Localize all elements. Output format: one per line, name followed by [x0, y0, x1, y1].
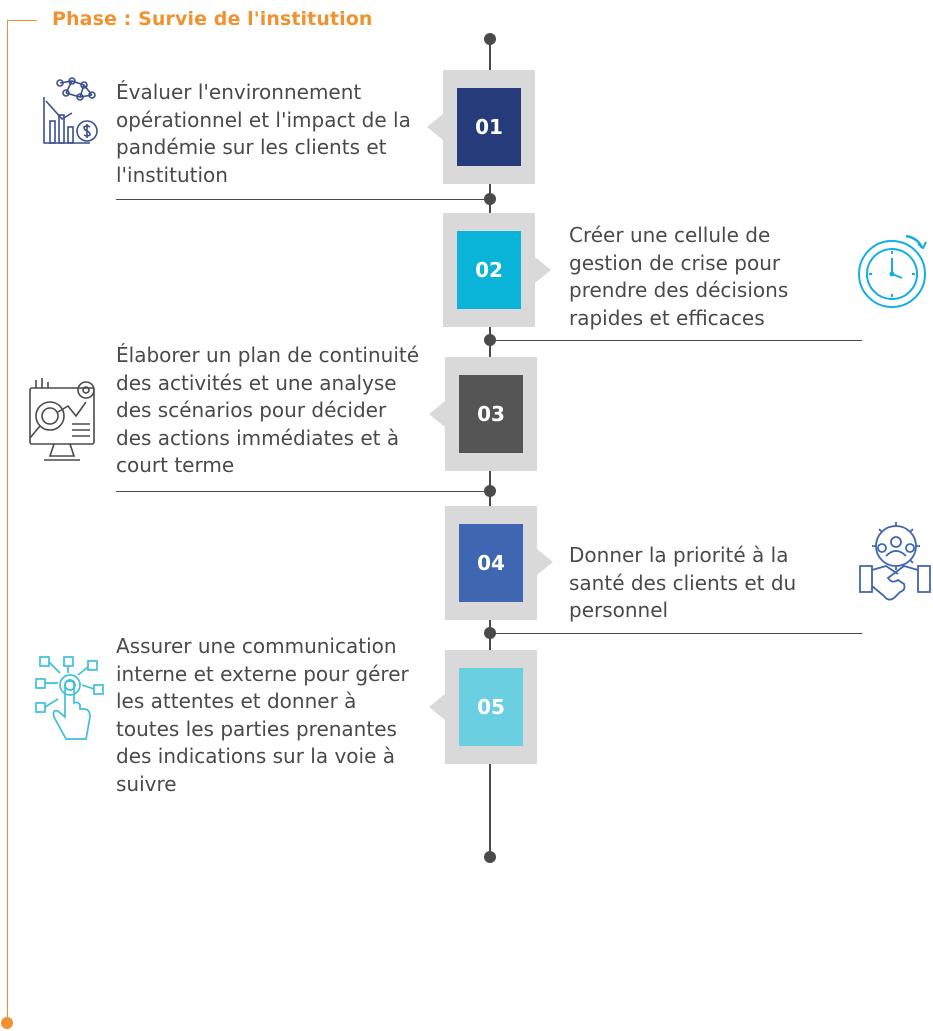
step-01-text: Évaluer l'environnement opérationnel et …	[116, 80, 411, 187]
step-02-text: Créer une cellule de gestion de crise po…	[569, 223, 789, 330]
step-02-rule	[489, 340, 862, 341]
phase-title: Phase : Survie de l'institution	[52, 8, 373, 30]
step-03-text: Élaborer un plan de continuité des activ…	[116, 343, 420, 477]
step-03-number: 03	[459, 375, 523, 453]
analysis-monitor-icon	[29, 378, 95, 461]
step-04-rule	[489, 633, 862, 634]
step-05-number: 05	[459, 668, 523, 746]
step-04-dot	[484, 627, 496, 639]
step-04-pointer	[537, 549, 553, 575]
step-03-rule	[116, 491, 489, 492]
step-05-text: Assurer une communication interne et ext…	[116, 634, 409, 796]
team-handshake-icon	[859, 522, 931, 601]
stopwatch-icon	[858, 234, 927, 308]
step-01-pointer	[427, 114, 443, 140]
bracket-top-line	[7, 20, 37, 21]
step-04-text: Donner la priorité à la santé des client…	[569, 543, 797, 622]
step-04-number: 04	[459, 524, 523, 602]
step-05-pointer	[429, 694, 445, 720]
bracket-vertical-line	[7, 20, 8, 1023]
step-02-dot	[484, 334, 496, 346]
step-03-pointer	[429, 401, 445, 427]
timeline-start-dot	[484, 33, 496, 45]
step-01-number: 01	[457, 88, 521, 166]
step-02-pointer	[535, 257, 551, 283]
finance-analytics-icon	[43, 77, 98, 144]
step-02-number: 02	[457, 231, 521, 309]
step-03-dot	[484, 485, 496, 497]
timeline-end-dot	[484, 851, 496, 863]
step-01-dot	[484, 193, 496, 205]
step-01-rule	[116, 199, 489, 200]
bracket-end-dot	[1, 1017, 13, 1029]
touch-network-icon	[35, 656, 104, 740]
